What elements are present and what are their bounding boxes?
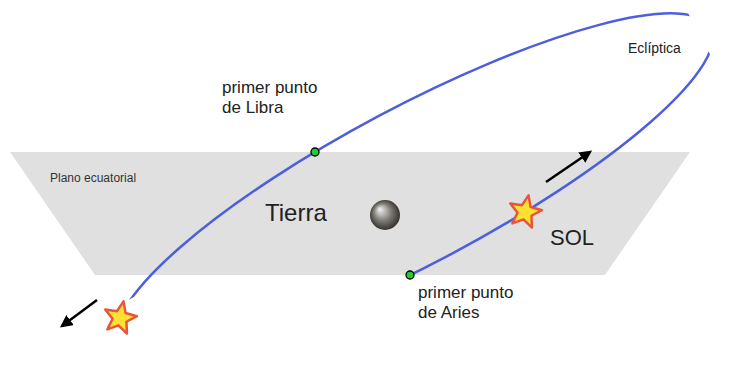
- libra-point-label: primer punto de Libra: [222, 78, 338, 119]
- ecliptic-label: Eclíptica: [628, 40, 681, 57]
- aries-point-dot: [406, 271, 414, 279]
- sun-star: [506, 192, 544, 229]
- earth-sphere: [370, 200, 400, 230]
- aries-point-label: primer punto de Aries: [418, 283, 534, 324]
- earth-label: Tierra: [265, 199, 327, 228]
- sun-star: [101, 298, 139, 335]
- libra-point-label: primer punto de Libra: [222, 78, 338, 119]
- plane-label: Plano ecuatorial: [50, 171, 136, 185]
- motion-arrow: [62, 300, 97, 326]
- ecliptic-label: Eclíptica: [628, 40, 681, 57]
- sun-label: SOL: [550, 225, 594, 251]
- libra-point-dot: [311, 148, 319, 156]
- sun-label: SOL: [550, 225, 594, 251]
- motion-arrow: [546, 152, 590, 182]
- earth-label: Tierra: [265, 199, 327, 228]
- ecliptic-orbit: [83, 0, 737, 374]
- aries-point-label: primer punto de Aries: [418, 283, 534, 324]
